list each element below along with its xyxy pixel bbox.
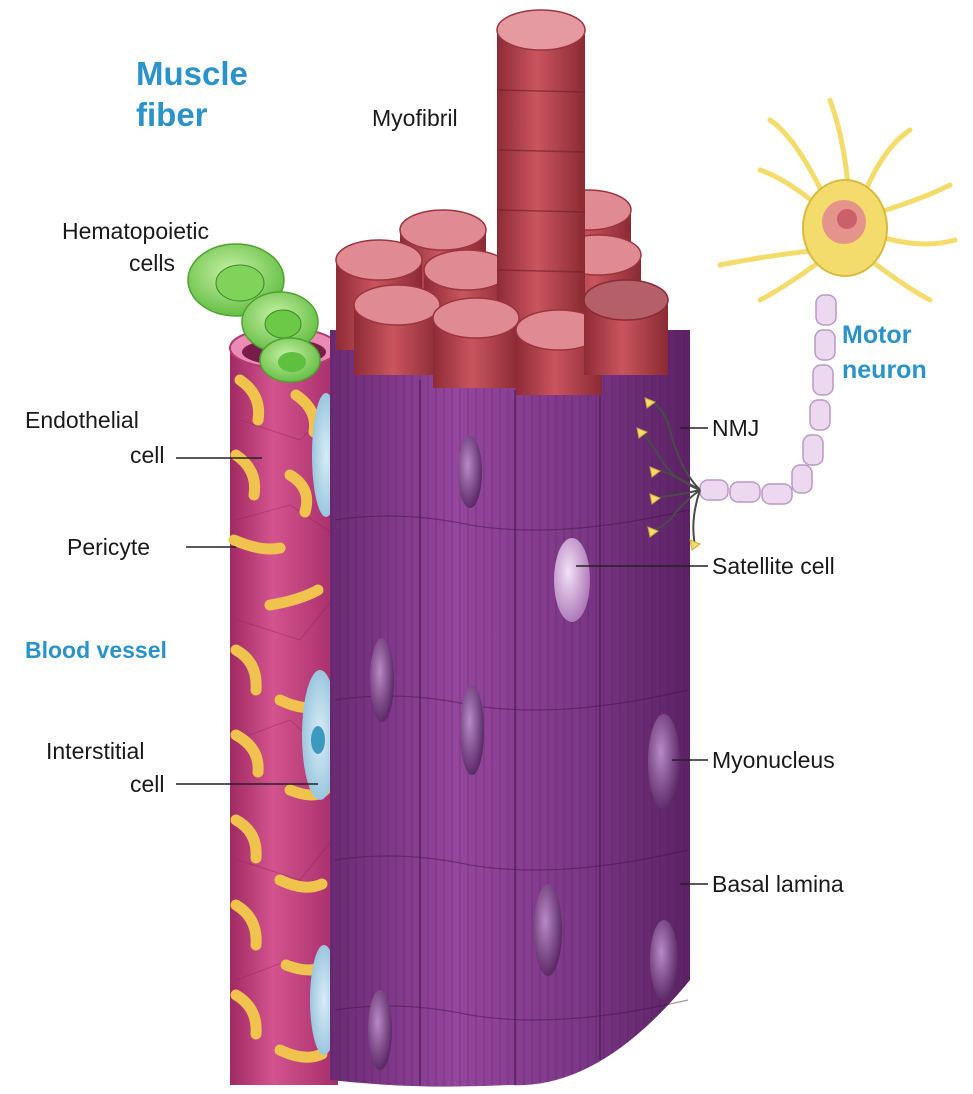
title-fiber: fiber — [136, 96, 208, 133]
label-interstitial-1: Interstitial — [46, 738, 144, 764]
label-neuron: neuron — [842, 356, 927, 384]
label-myofibril: Myofibril — [372, 105, 458, 131]
muscle-fiber-bundle — [330, 330, 690, 1087]
title-muscle: Muscle — [136, 55, 248, 92]
blood-vessel — [230, 328, 340, 1085]
myofibril-cylinders — [336, 10, 668, 395]
label-interstitial-2: cell — [130, 771, 165, 797]
label-endothelial-1: Endothelial — [25, 407, 139, 433]
label-motor: Motor — [842, 321, 912, 349]
label-pericyte: Pericyte — [67, 534, 150, 560]
label-endothelial-2: cell — [130, 442, 165, 468]
label-satellite-cell: Satellite cell — [712, 553, 835, 579]
label-nmj: NMJ — [712, 415, 759, 441]
label-hematopoietic-1: Hematopoietic — [62, 218, 209, 244]
myofibril — [497, 10, 585, 340]
label-basal-lamina: Basal lamina — [712, 871, 844, 897]
label-hematopoietic-2: cells — [129, 250, 175, 276]
label-blood-vessel: Blood vessel — [25, 637, 167, 663]
label-myonucleus: Myonucleus — [712, 747, 835, 773]
satellite-cell — [554, 538, 590, 622]
myelin-sheath — [700, 295, 836, 504]
